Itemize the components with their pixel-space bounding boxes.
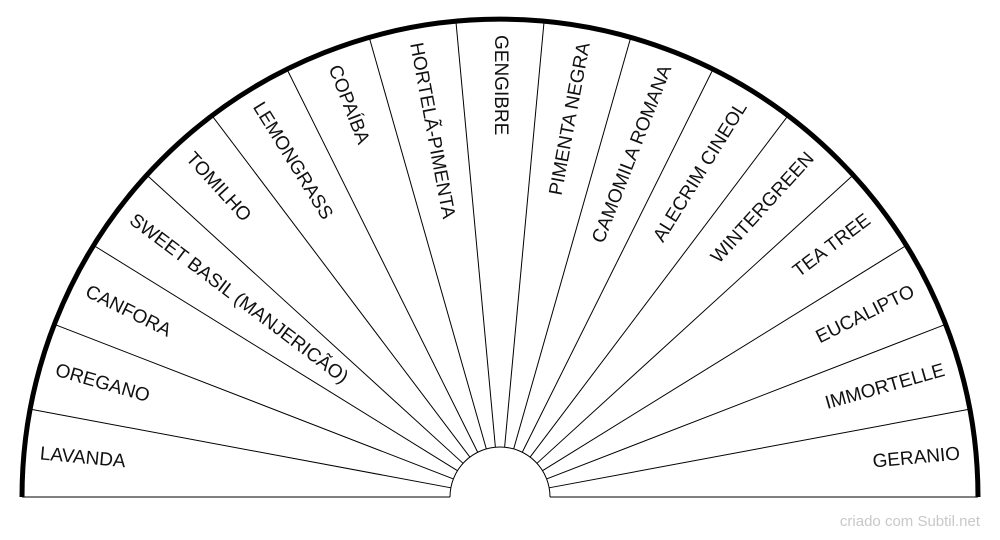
divider-line bbox=[455, 20, 496, 448]
divider-line bbox=[54, 323, 454, 480]
segment-label: COPAÍBA bbox=[324, 62, 374, 147]
divider-line bbox=[529, 115, 789, 458]
divider-line bbox=[93, 244, 458, 472]
divider-line bbox=[521, 68, 714, 453]
divider-line bbox=[368, 37, 487, 450]
divider-line bbox=[211, 115, 471, 458]
segment-label: TOMILHO bbox=[181, 148, 255, 226]
divider-line bbox=[513, 37, 632, 450]
segment-label: IMMORTELLE bbox=[823, 360, 947, 414]
segment-label: OREGANO bbox=[53, 360, 152, 407]
segment-label: GENGIBRE bbox=[490, 35, 511, 135]
divider-lines bbox=[30, 20, 970, 489]
segment-label: TEA TREE bbox=[789, 210, 875, 282]
divider-line bbox=[504, 20, 545, 448]
divider-line bbox=[286, 68, 479, 453]
segment-label: SWEET BASIL (MANJERICÃO) bbox=[125, 209, 352, 388]
outer-arc bbox=[19, 16, 981, 498]
segment-label: LAVANDA bbox=[39, 443, 127, 472]
segment-label: CANFORA bbox=[82, 281, 175, 341]
segment-label: GERANIO bbox=[872, 443, 961, 472]
segment-label: EUCALIPTO bbox=[813, 281, 918, 348]
segment-label: LEMONGRASS bbox=[248, 98, 336, 223]
segment-label: WINTERGREEN bbox=[707, 148, 819, 267]
divider-line bbox=[536, 174, 854, 464]
divider-line bbox=[549, 408, 970, 489]
divider-line bbox=[30, 408, 451, 489]
segment-label: PIMENTA NEGRA bbox=[546, 41, 595, 197]
divider-line bbox=[542, 244, 907, 472]
inner-hub-arc bbox=[449, 446, 551, 498]
credit-text: criado com Subtil.net bbox=[839, 513, 980, 530]
divider-line bbox=[546, 323, 946, 480]
divider-line bbox=[146, 174, 464, 464]
